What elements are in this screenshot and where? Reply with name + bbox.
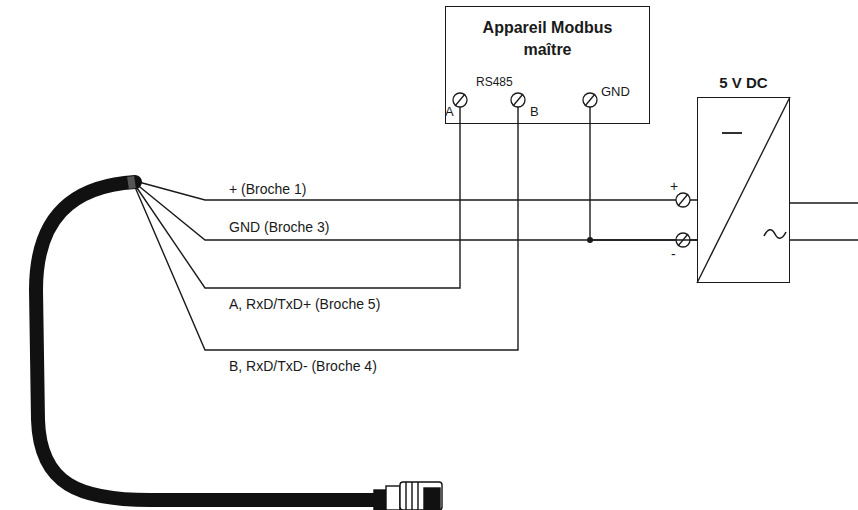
wire-b [135, 107, 518, 350]
box-heading: Appareil Modbus maître [478, 17, 618, 61]
terminal-label: A [444, 104, 455, 120]
cable [36, 182, 376, 500]
modbus-master-box: Appareil Modbus maîtreRS485 [445, 6, 650, 124]
interface-label: RS485 [476, 75, 513, 89]
dc-symbol [722, 132, 742, 134]
wire-gnd [135, 183, 676, 240]
polarity-label: - [670, 246, 677, 262]
wire-plus [135, 181, 676, 200]
ac-symbol [764, 230, 786, 239]
polarity-label: + [669, 178, 679, 194]
wire-label: GND (Broche 3) [228, 219, 330, 235]
wire-gnd-terminal [589, 107, 590, 124]
wire-a [135, 107, 460, 288]
connector-plug [374, 482, 442, 510]
ac-wires [790, 203, 858, 240]
screw-terminals [453, 93, 690, 247]
box-heading: 5 V DC [678, 74, 809, 91]
terminal-label: GND [600, 84, 631, 100]
ground-wire [590, 124, 697, 240]
terminal-label: B [529, 104, 540, 120]
cable-end [128, 182, 135, 183]
wire-label: A, RxD/TxD+ (Broche 5) [228, 296, 381, 312]
wire-label: + (Broche 1) [228, 181, 307, 197]
power-supply-box: 5 V DC [697, 97, 790, 283]
converter-diagonal [697, 97, 790, 283]
wire-label: B, RxD/TxD- (Broche 4) [228, 358, 378, 374]
supply-leads [690, 200, 697, 240]
